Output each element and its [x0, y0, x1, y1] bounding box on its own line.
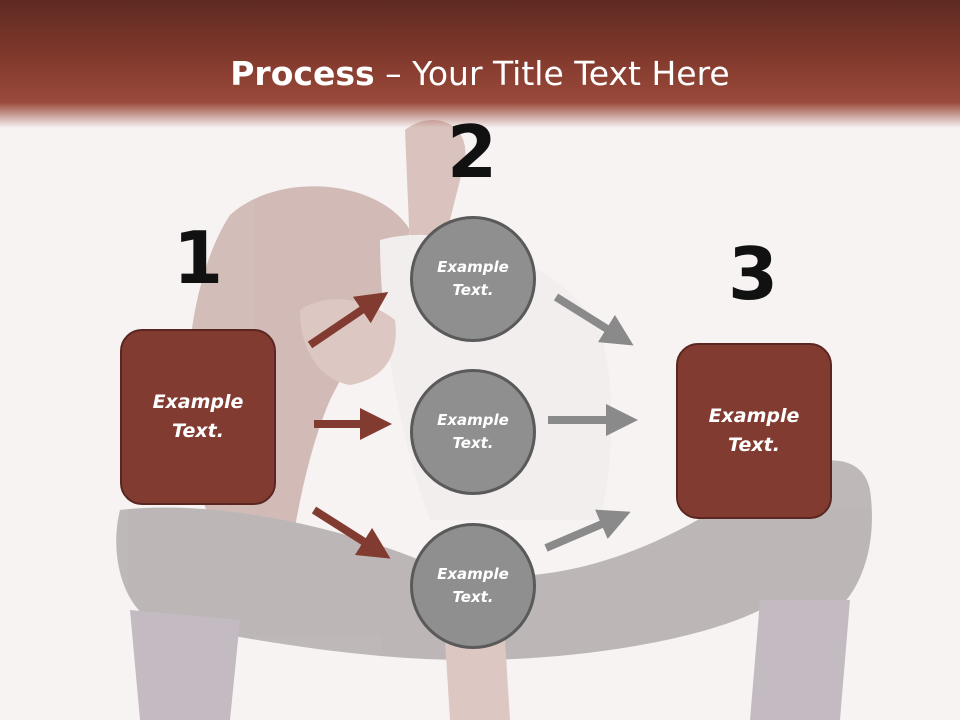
step-number-2: 2: [446, 110, 498, 194]
step-number-3: 3: [727, 232, 779, 316]
left-box: Example Text.: [120, 329, 276, 505]
title-bold: Process: [230, 54, 375, 93]
title-rest: – Your Title Text Here: [374, 54, 730, 93]
slide-title: Process – Your Title Text Here: [0, 52, 960, 96]
circle-bottom: Example Text.: [410, 523, 536, 649]
step-number-1: 1: [172, 216, 224, 300]
right-box: Example Text.: [676, 343, 832, 519]
header-bar: [0, 0, 960, 128]
circle-top: Example Text.: [410, 216, 536, 342]
circle-middle: Example Text.: [410, 369, 536, 495]
